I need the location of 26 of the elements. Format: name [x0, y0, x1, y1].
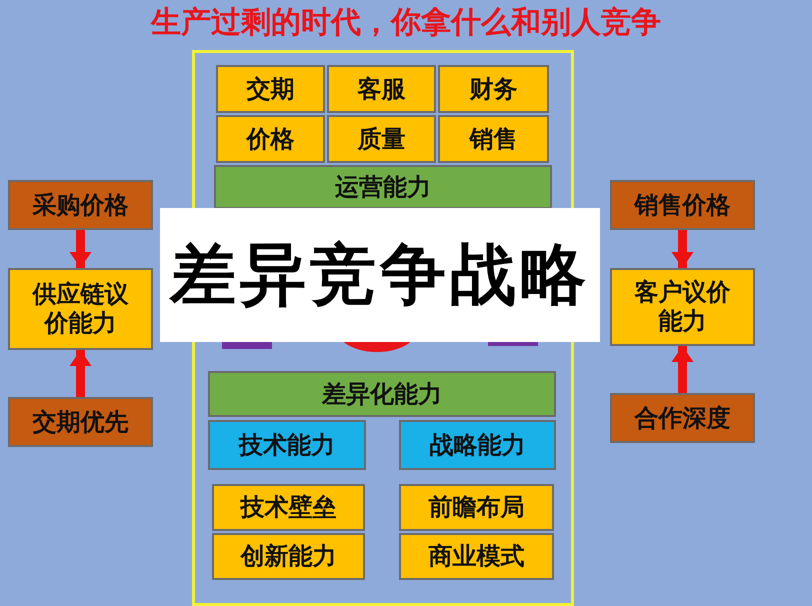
label-box: 销售价格	[610, 180, 755, 230]
label-box: 商业模式	[399, 533, 554, 580]
label-box: 客服	[327, 65, 436, 113]
label-box: 差异化能力	[208, 371, 556, 417]
label-box: 合作深度	[610, 393, 755, 443]
label-box: 技术壁垒	[212, 484, 365, 531]
label-box: 前瞻布局	[399, 484, 554, 531]
label-box: 价格	[216, 115, 325, 163]
arrow	[70, 230, 92, 268]
arrow	[70, 350, 92, 397]
label-box: 创新能力	[212, 533, 365, 580]
label-box: 供应链议价能力	[8, 268, 153, 350]
label-box: 技术能力	[208, 420, 366, 470]
label-box: 销售	[438, 115, 549, 163]
arrow	[672, 230, 694, 268]
label-box: 交期	[216, 65, 325, 113]
title: 生产过剩的时代，你拿什么和别人竞争	[149, 4, 662, 42]
arrow	[672, 346, 694, 393]
label-box: 运营能力	[214, 165, 552, 209]
label-box: 交期优先	[8, 397, 153, 447]
label-box: 质量	[327, 115, 436, 163]
banner-box: 差异竞争战略	[160, 208, 600, 342]
label-box: 采购价格	[8, 180, 153, 230]
label-box: 财务	[438, 65, 549, 113]
label-box: 客户议价能力	[610, 268, 755, 346]
label-box: 战略能力	[399, 420, 556, 470]
